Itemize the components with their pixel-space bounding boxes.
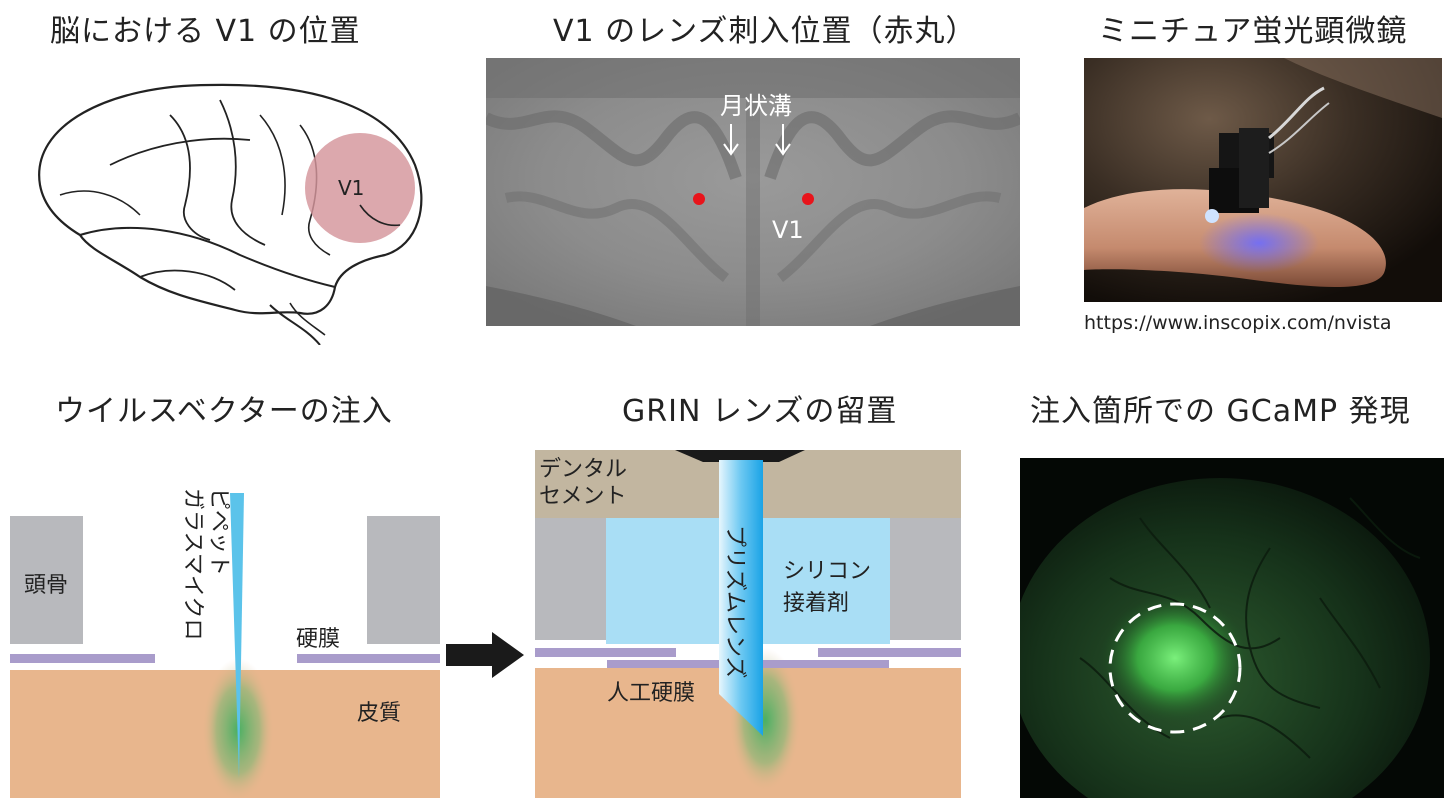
- dura-right: [818, 648, 961, 657]
- prism-lens-label: プリズムレンズ: [722, 525, 747, 679]
- sulcus-arrow-right-icon: [775, 124, 791, 156]
- dental-cement-label-line2: セメント: [539, 484, 627, 509]
- title-virus-injection: ウイルスベクターの注入: [55, 394, 393, 429]
- process-arrow-icon: [446, 632, 524, 678]
- v1-region-label: V1: [338, 176, 364, 200]
- pipette-label-line1: ガラスマイクロ: [180, 488, 205, 640]
- skull-right: [890, 518, 961, 640]
- dental-cement-label-line1: デンタル: [539, 457, 627, 482]
- artificial-dura-label: 人工硬膜: [607, 681, 695, 706]
- gcamp-fluorescence-image: [1020, 458, 1444, 798]
- title-grin-lens-placement: GRIN レンズの留置: [622, 394, 898, 429]
- injection-site-circle: [1108, 602, 1242, 734]
- cortex-label: 皮質: [357, 701, 401, 726]
- title-brain-v1-location: 脳における V1 の位置: [50, 14, 361, 49]
- grin-lens-diagram: デンタル セメント シリコン 接着剤 人工硬膜 プリズムレンズ: [535, 450, 961, 798]
- dura-left: [535, 648, 676, 657]
- miniature-microscope-photo: [1084, 58, 1442, 302]
- mri-slice-image: 月状溝 V1: [486, 58, 1020, 326]
- title-gcamp-expression: 注入箇所での GCaMP 発現: [1030, 394, 1411, 429]
- virus-injection-diagram: 頭骨 硬膜 皮質 ガラスマイクロ ピペット: [10, 488, 440, 798]
- skull-left: [10, 516, 83, 644]
- photo-credit-url: https://www.inscopix.com/nvista: [1084, 312, 1392, 334]
- lens-insertion-marker-right: [802, 193, 814, 205]
- skull-right: [367, 516, 440, 644]
- dura-label: 硬膜: [296, 627, 340, 652]
- mri-v1-label: V1: [772, 216, 804, 244]
- dura-left: [10, 654, 155, 663]
- glass-micropipette: [230, 493, 244, 778]
- v1-highlight-circle: [305, 133, 415, 243]
- prism-lens: [719, 460, 763, 736]
- skull-left: [535, 518, 606, 640]
- lunate-sulcus-label: 月状溝: [720, 92, 792, 120]
- title-miniature-microscope: ミニチュア蛍光顕微鏡: [1098, 14, 1408, 49]
- sulcus-arrow-left-icon: [723, 124, 739, 156]
- lens-insertion-marker-left: [693, 193, 705, 205]
- silicone-label-line1: シリコン: [783, 559, 871, 584]
- microscope-base: [675, 450, 805, 462]
- brain-drawing: V1: [38, 83, 423, 345]
- skull-label: 頭骨: [24, 573, 68, 598]
- silicone-label-line2: 接着剤: [783, 591, 849, 616]
- dura-right: [297, 654, 440, 663]
- title-lens-insertion: V1 のレンズ刺入位置（赤丸）: [553, 14, 977, 49]
- pipette-label-line2: ピペット: [206, 488, 231, 576]
